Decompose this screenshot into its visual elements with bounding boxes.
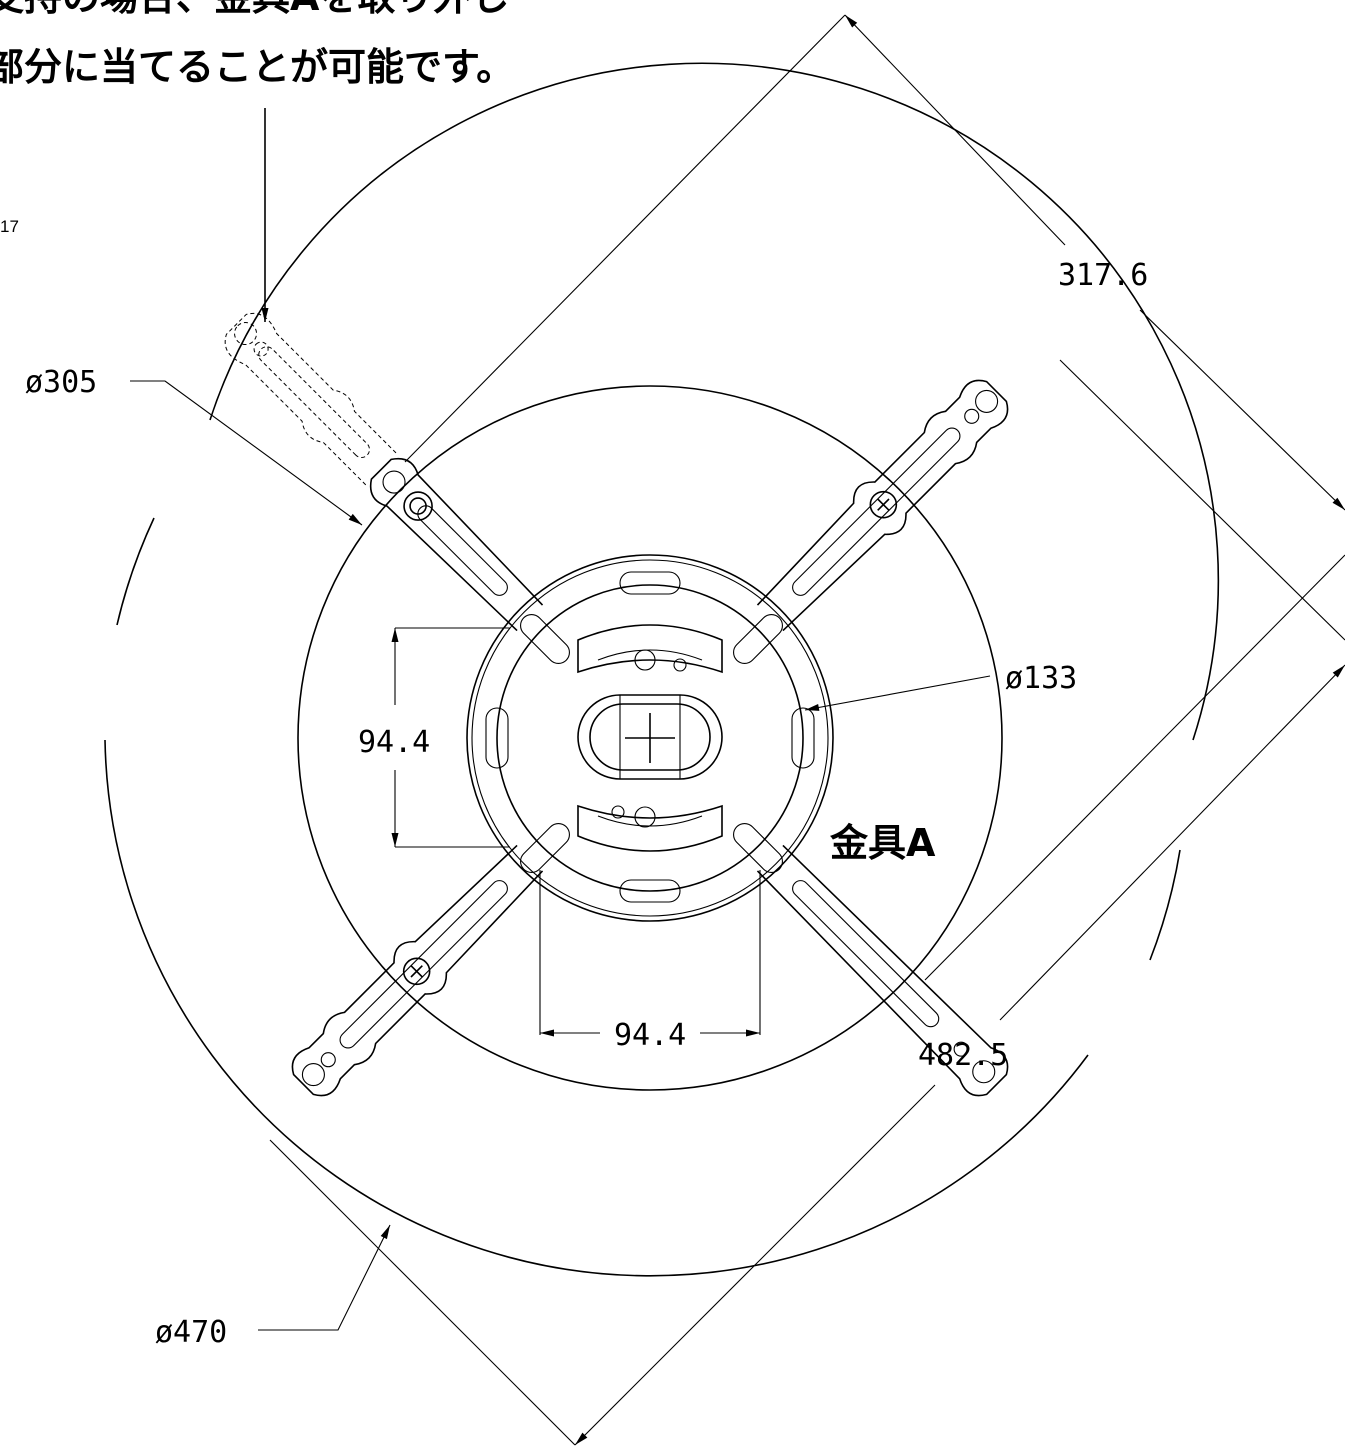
dimension-94-4-horizontal: 94.4 xyxy=(539,870,761,1053)
dimension-482-5: 482.5 xyxy=(269,554,1345,1446)
dimension-dia-133: ø133 xyxy=(804,661,1077,711)
outer-circle-470 xyxy=(104,517,1181,1277)
part-label-bracket-a: 金具A xyxy=(829,821,936,865)
circle-305-arc xyxy=(209,62,1220,741)
dimension-dia-470-text: ø470 xyxy=(155,1315,227,1350)
center-hub xyxy=(466,554,834,922)
dimension-317-6-text: 317.6 xyxy=(1058,258,1148,293)
note-line-2: 部分に当てることが可能です。 xyxy=(0,45,514,89)
arm-lower-right xyxy=(756,844,1009,1097)
note-line-1: 支持の場合、金具Aを取り外し xyxy=(0,0,509,19)
dimension-dia-470: ø470 xyxy=(155,1224,391,1350)
arm-upper-right xyxy=(756,379,1009,632)
dimension-94-4-horizontal-text: 94.4 xyxy=(614,1018,686,1053)
dimension-dia-305: ø305 xyxy=(25,365,363,526)
dimension-dia-133-text: ø133 xyxy=(1005,661,1077,696)
arm-lower-left xyxy=(291,844,544,1097)
arm-upper-left xyxy=(224,313,544,632)
page-mark: 17 xyxy=(0,217,19,236)
dimension-317-6: 317.6 xyxy=(404,14,1345,641)
main-plate-circle xyxy=(297,385,1003,1091)
dimension-482-5-text: 482.5 xyxy=(918,1038,1008,1073)
dimension-94-4-vertical: 94.4 xyxy=(358,627,510,848)
dimension-94-4-vertical-text: 94.4 xyxy=(358,725,430,760)
dimension-dia-305-text: ø305 xyxy=(25,365,97,400)
